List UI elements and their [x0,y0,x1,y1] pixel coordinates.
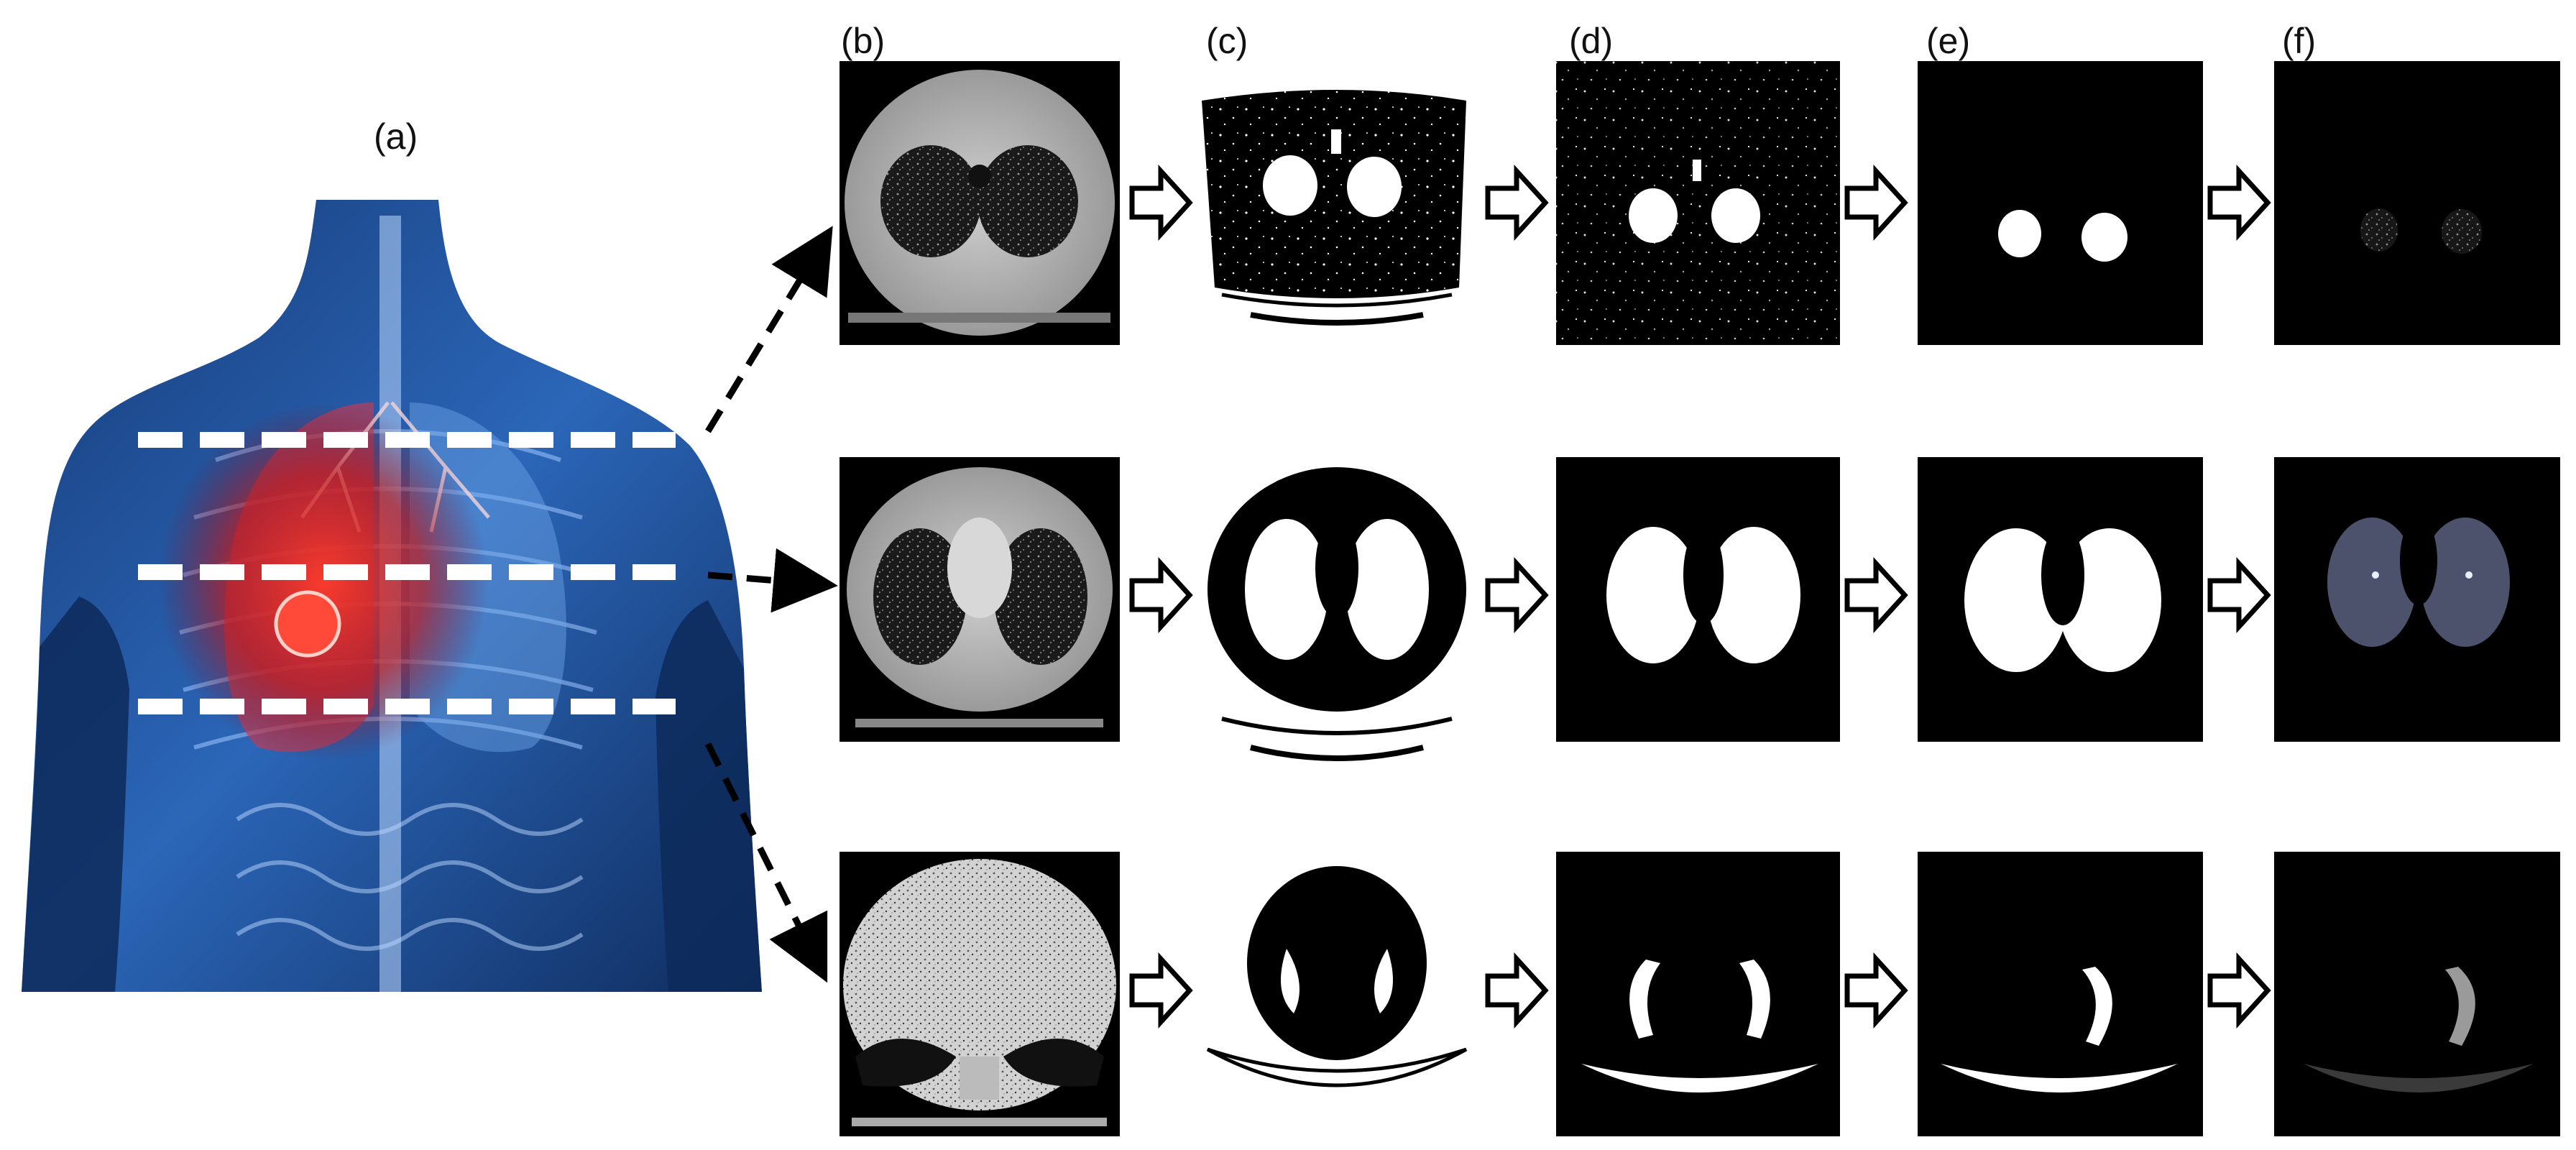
label-f: (f) [2282,21,2317,61]
label-a: (a) [374,116,418,157]
panel-e-middle [1918,457,2203,742]
panel-b-upper [840,61,1120,345]
dashed-arrow-icon [704,742,828,983]
label-b: (b) [841,21,886,61]
hollow-right-arrow-icon [1129,556,1193,634]
panel-d-lower [1556,852,1840,1136]
dashed-arrow-icon [705,226,833,433]
label-d: (d) [1569,21,1614,61]
tumor [274,590,341,658]
hollow-right-arrow-icon [1129,952,1193,1029]
hollow-right-arrow-icon [1844,164,1908,242]
hollow-right-arrow-icon [1485,556,1549,634]
label-e: (e) [1926,21,1971,61]
panel-e-lower [1918,852,2203,1136]
panel-f-middle [2274,457,2560,742]
panel-f-lower [2274,852,2560,1136]
hollow-right-arrow-icon [1844,952,1908,1029]
row-lower [840,852,2560,1136]
panel-e-upper [1918,61,2203,345]
panel-b-lower [840,852,1120,1136]
intestines [236,803,584,951]
hollow-right-arrow-icon [2207,556,2271,634]
panel-d-middle [1556,457,1840,742]
hollow-right-arrow-icon [2207,164,2271,242]
row-upper [840,61,2560,345]
label-c: (c) [1206,21,1248,61]
dashed-arrow-icon [707,548,838,613]
slice-arrows [704,226,838,983]
hollow-right-arrow-icon [1129,164,1193,242]
right-arm [656,600,762,992]
row-middle [840,457,2560,761]
panel-c-lower [1206,866,1468,1087]
panel-c-upper [1202,90,1466,326]
hollow-right-arrow-icon [1485,952,1549,1029]
torso-illustration [22,200,762,992]
hollow-right-arrow-icon [2207,952,2271,1029]
hollow-right-arrow-icon [1844,556,1908,634]
panel-d-upper [1556,61,1840,345]
panel-b-middle [840,457,1120,742]
panel-c-middle [1208,467,1466,761]
left-arm [22,597,129,992]
panel-f-upper [2274,61,2560,345]
tumor-glow [158,402,489,762]
hollow-right-arrow-icon [1485,164,1549,242]
